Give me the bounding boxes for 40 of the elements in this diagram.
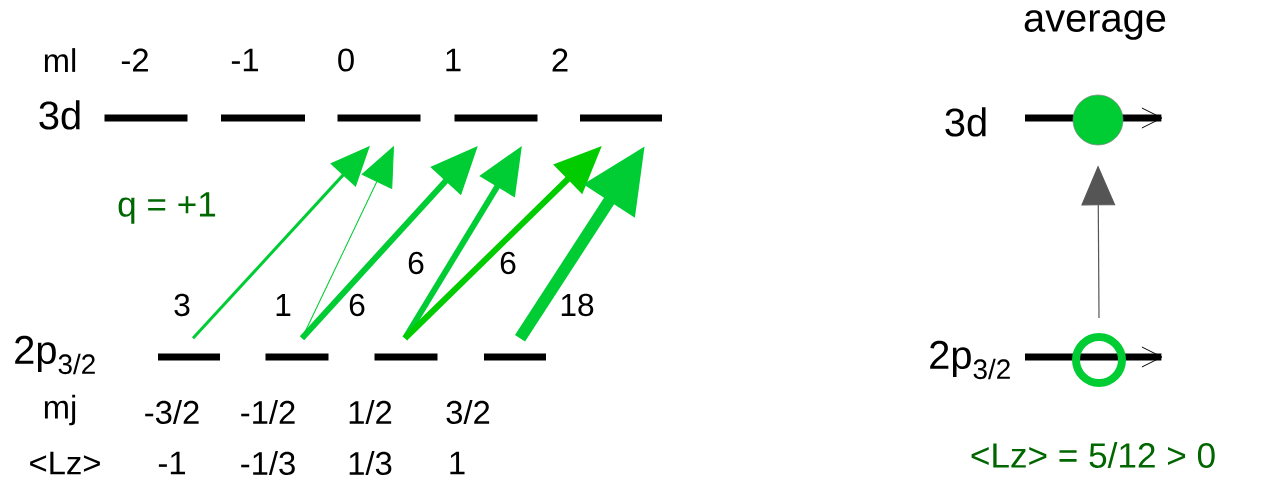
label: 2p$_{3/2}$ — [930, 340, 1010, 380]
energy-level-bar — [158, 353, 220, 361]
label: 1/3 — [349, 450, 392, 476]
label: 3/2 — [446, 399, 490, 425]
label: q = +1 — [118, 192, 216, 224]
edge-label: 6 — [500, 251, 516, 275]
label: 0 — [338, 48, 354, 72]
label: -3/2 — [145, 399, 199, 425]
energy-level-bar — [580, 114, 662, 122]
filled-circle — [1072, 94, 1124, 146]
edge-label: 18 — [561, 293, 594, 317]
label: -1/2 — [241, 399, 295, 425]
label: <Lz> — [30, 451, 100, 475]
energy-level-bar — [454, 114, 538, 122]
energy-level-bar — [337, 114, 421, 122]
label: -1/3 — [241, 450, 295, 476]
label: average — [1024, 10, 1166, 40]
edge-label: 6 — [349, 293, 365, 317]
energy-level-bar — [374, 353, 438, 361]
label: ml — [44, 48, 76, 72]
label: 3d — [945, 107, 986, 137]
edge-label: 3 — [174, 293, 190, 317]
edge-label: 6 — [408, 251, 424, 275]
label: <Lz> = 5/12 > 0 — [971, 442, 1215, 468]
label: mj — [44, 394, 76, 426]
label: 3d — [39, 100, 80, 130]
label: -2 — [121, 48, 148, 72]
energy-level-bar — [265, 353, 329, 361]
ring-circle — [1072, 333, 1126, 387]
label: 1/2 — [349, 399, 392, 425]
label: 1 — [450, 451, 465, 475]
energy-level-bar — [484, 353, 546, 361]
label: -1 — [231, 48, 258, 72]
label: -1 — [158, 451, 185, 475]
label: 1 — [446, 48, 461, 72]
energy-level-bar — [221, 114, 305, 122]
label: 2p$_{3/2}$ — [15, 335, 95, 375]
label: 2 — [552, 48, 568, 72]
edge-label: 1 — [276, 294, 291, 316]
energy-level-bar — [104, 114, 188, 122]
